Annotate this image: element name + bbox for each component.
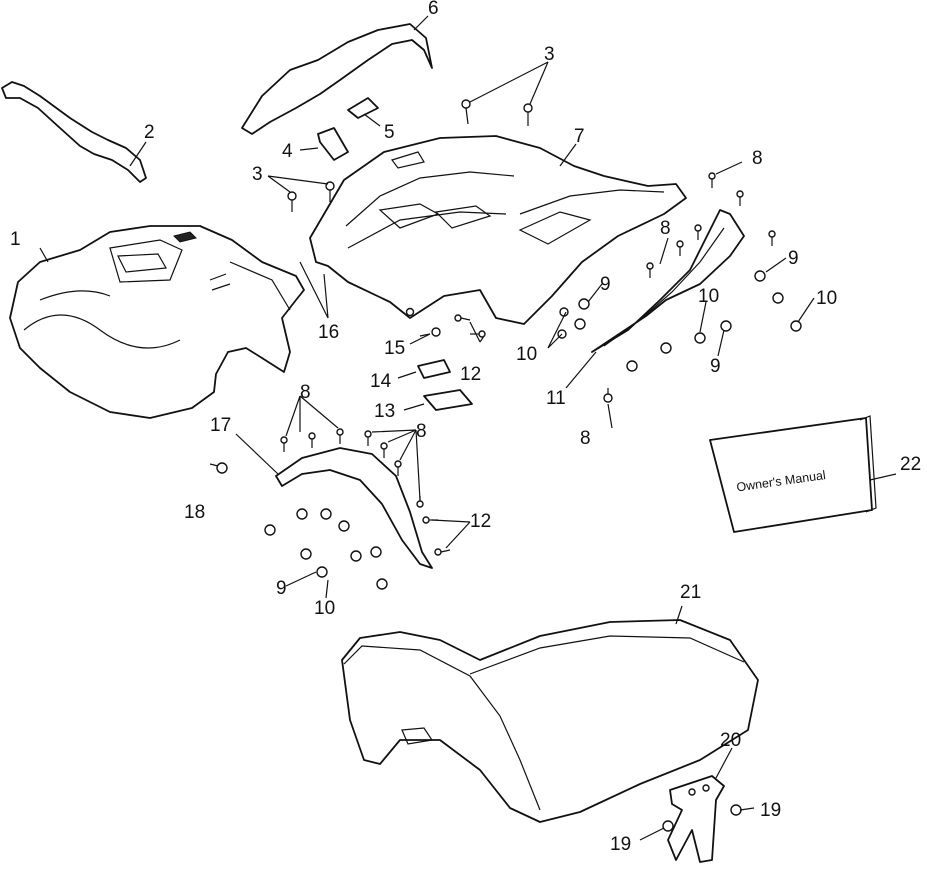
callout-14: 14 (370, 371, 392, 392)
callout-12-upper: 12 (460, 364, 481, 385)
callout-9-left: 9 (276, 578, 287, 599)
callout-8-left: 8 (300, 382, 311, 403)
part-21-seat (341, 619, 759, 823)
callout-22: 22 (900, 454, 921, 475)
callout-1: 1 (10, 229, 21, 250)
callout-13: 13 (374, 401, 395, 422)
part-20-seat-latch (667, 775, 725, 863)
callout-20: 20 (720, 730, 741, 751)
callout-8-center: 8 (416, 421, 427, 442)
callout-numbers: 1 2 3 3 4 5 6 7 8 8 8 8 8 9 9 9 9 10 10 … (10, 0, 921, 855)
callout-10-center: 10 (516, 344, 537, 365)
part-5-clip (347, 97, 379, 119)
part-4-plate (317, 127, 349, 161)
callout-11: 11 (546, 388, 566, 409)
callout-10-mid-right: 10 (698, 286, 719, 307)
nut-washer-hardware (264, 270, 802, 832)
callout-8-lower: 8 (580, 428, 591, 449)
callout-3-top: 3 (544, 44, 555, 65)
callout-9-lower: 9 (710, 356, 721, 377)
part-17-mud-flap (275, 447, 433, 569)
part-11-side-panel (591, 209, 745, 353)
callout-2: 2 (144, 122, 155, 143)
callout-4: 4 (282, 141, 293, 162)
callout-12-lower: 12 (470, 511, 491, 532)
callout-7: 7 (574, 126, 585, 147)
part-6-bracket (241, 23, 433, 135)
callout-15: 15 (384, 338, 405, 359)
callout-9-right: 9 (788, 248, 799, 269)
part-7-rear-fender (309, 135, 687, 325)
callout-9-center: 9 (600, 274, 611, 295)
leader-lines (39, 15, 897, 841)
callout-21: 21 (680, 582, 701, 603)
callout-16: 16 (318, 322, 339, 343)
callout-8-top-right: 8 (752, 148, 763, 169)
callout-8-mid: 8 (660, 218, 671, 239)
part-22-owners-manual: Owner's Manual (709, 415, 877, 533)
part-13-plate (423, 389, 473, 411)
callout-17: 17 (210, 415, 231, 436)
part-1-front-fender (9, 225, 305, 419)
callout-19-right: 19 (760, 800, 781, 821)
callout-19-left: 19 (610, 834, 631, 855)
callout-3-left: 3 (252, 164, 263, 185)
callout-10-left: 10 (314, 598, 335, 619)
callout-18: 18 (184, 502, 205, 523)
callout-10-right: 10 (816, 288, 837, 309)
callout-5: 5 (384, 122, 395, 143)
callout-6: 6 (428, 0, 439, 19)
part-14-pad (417, 359, 451, 379)
part-2-bracket (1, 81, 147, 183)
screw-hardware (209, 99, 776, 556)
